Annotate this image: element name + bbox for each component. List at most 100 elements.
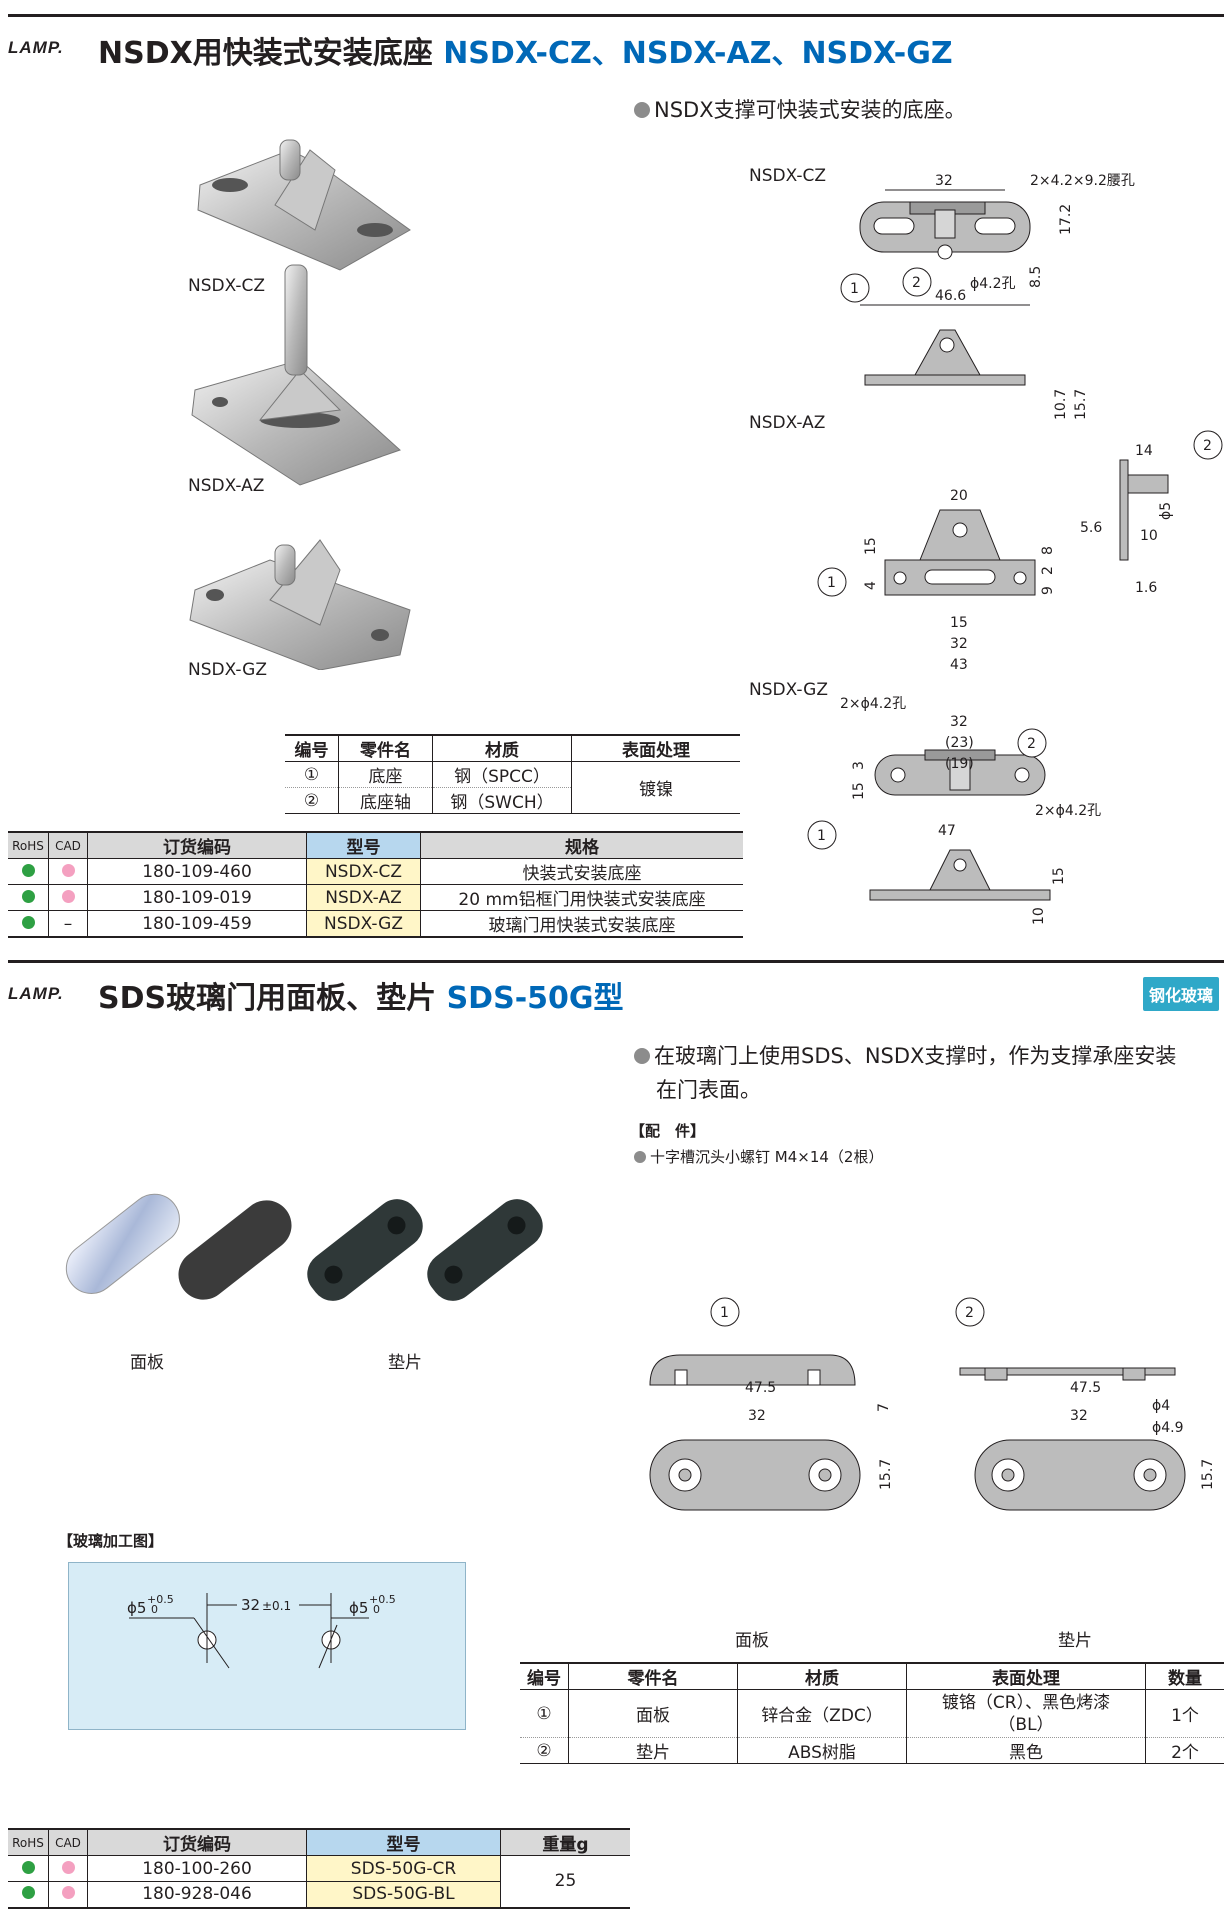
accessory-item: 十字槽沉头小螺钉 M4×14（2根） xyxy=(634,1146,883,1167)
gz-dim-3: 3 xyxy=(851,761,867,770)
parts-name: 底座轴 xyxy=(338,787,433,814)
order-model: NSDX-CZ xyxy=(306,858,421,885)
section2-bullet: 在玻璃门上使用SDS、NSDX支撑时，作为支撑承座安装 xyxy=(634,1040,1176,1070)
accessory-heading: 【配 件】 xyxy=(630,1122,706,1140)
cz-dim-32: 32 xyxy=(935,173,953,189)
parts-material: 钢（SPCC） xyxy=(432,761,572,788)
spacer-dim-32: 32 xyxy=(1070,1408,1088,1424)
rohs-dot xyxy=(8,1855,49,1882)
cad-dot xyxy=(48,884,88,911)
cz-dim-85: 8.5 xyxy=(1028,266,1044,288)
bullet-dot xyxy=(634,1151,646,1163)
glass-dim-d5-left: ϕ5 xyxy=(127,1599,146,1617)
parts2-material: ABS树脂 xyxy=(737,1737,907,1764)
table-row: ① 底座 钢（SPCC） 镀镍 xyxy=(285,761,740,814)
drawing-gz: 32 (23) (19) 3 15 2×ϕ4.2孔 47 1 2 15 10 xyxy=(807,714,1101,925)
section2-title: SDS玻璃门用面板、垫片 SDS-50G型 xyxy=(98,973,624,1017)
parts2-finish: 镀铬（CR）、黑色烤漆 （BL） xyxy=(906,1689,1146,1738)
section1-title-cn: NSDX用快装式安装底座 xyxy=(98,36,433,71)
rohs-dot xyxy=(8,910,49,938)
order-header-spec: 规格 xyxy=(420,831,743,859)
az-callout-2: 2 xyxy=(1203,438,1212,454)
technical-drawings-sds: 1 7 47.5 32 15.7 2 ϕ4 ϕ4.9 47.5 32 15.7 xyxy=(649,1297,1216,1511)
parts-no: ② xyxy=(285,787,339,814)
section2-bullet-line1: 在玻璃门上使用SDS、NSDX支撑时，作为支撑承座安装 xyxy=(654,1044,1177,1068)
drawing-az: 20 15 8 2 4 9 15 32 43 2×ϕ4.2孔 1 14 ϕ5 1… xyxy=(817,430,1223,712)
order2-model: SDS-50G-CR xyxy=(306,1855,501,1882)
order2-header-cad: CAD xyxy=(48,1828,88,1856)
drawing-label-spacer: 垫片 xyxy=(1058,1631,1092,1651)
section2-title-model: SDS-50G型 xyxy=(446,981,624,1016)
parts2-no: ② xyxy=(520,1737,569,1764)
cad-dot xyxy=(48,1855,88,1882)
az-dim-16: 1.6 xyxy=(1135,580,1157,596)
az-dim-56: 5.6 xyxy=(1080,520,1102,536)
az-callout-1: 1 xyxy=(827,575,836,591)
bullet-dot xyxy=(634,102,650,118)
gz-callout-2: 2 xyxy=(1027,736,1036,752)
parts-table-sds: 编号 零件名 材质 表面处理 数量 ① 面板 锌合金（ZDC） 镀铬（CR）、黑… xyxy=(520,1662,1224,1764)
table-row: ① 面板 锌合金（ZDC） 镀铬（CR）、黑色烤漆 （BL） 1个 xyxy=(520,1689,1224,1738)
gz-dim-holes: 2×ϕ4.2孔 xyxy=(1035,803,1101,819)
gz-dim-15: 15 xyxy=(851,782,867,800)
parts2-finish-line1: 镀铬（CR）、黑色烤漆 xyxy=(941,1692,1111,1713)
product-photos-nsdx xyxy=(189,139,411,670)
order2-code: 180-928-046 xyxy=(87,1881,307,1908)
az-dim-14: 14 xyxy=(1135,443,1153,459)
section2-bullet-line2: 在门表面。 xyxy=(656,1078,761,1102)
glass-tol-dn-left: 0 xyxy=(151,1603,158,1616)
parts2-header-name: 零件名 xyxy=(568,1662,738,1690)
parts2-header-qty: 数量 xyxy=(1145,1662,1224,1690)
gz-callout-1: 1 xyxy=(817,828,826,844)
technical-drawings-nsdx: 32 2×4.2×9.2腰孔 17.2 8.5 ϕ4.2孔 46.6 1 2 1… xyxy=(807,173,1223,925)
rohs-dot xyxy=(8,884,49,911)
glass-pitch-tol: ±0.1 xyxy=(262,1599,291,1613)
glass-heading: 【玻璃加工图】 xyxy=(58,1532,164,1550)
spacer-dim-157: 15.7 xyxy=(1200,1459,1216,1490)
tempered-glass-badge: 钢化玻璃 xyxy=(1143,977,1220,1011)
az-dim-8: 8 xyxy=(1040,546,1056,555)
product-photos-sds xyxy=(65,1193,543,1301)
photo-panel-cr xyxy=(65,1193,180,1294)
spacer-dim-475: 47.5 xyxy=(1070,1380,1101,1396)
photo-nsdx-gz xyxy=(189,539,411,670)
cz-callout-1: 1 xyxy=(850,281,859,297)
parts-header-material: 材质 xyxy=(432,734,572,762)
gz-dim-47: 47 xyxy=(938,823,956,839)
photo-label-panel: 面板 xyxy=(130,1353,164,1373)
drawing-label-az: NSDX-AZ xyxy=(749,413,826,433)
order2-header-model: 型号 xyxy=(306,1828,501,1856)
parts-table-nsdx: 编号 零件名 材质 表面处理 ① 底座 钢（SPCC） 镀镍 ② 底座轴 钢（S… xyxy=(285,734,740,814)
cz-callout-2: 2 xyxy=(912,275,921,291)
section2-title-cn: SDS玻璃门用面板、垫片 xyxy=(98,981,437,1016)
az-dim-4: 4 xyxy=(863,581,879,590)
order-table-nsdx: RoHS CAD 订货编码 型号 规格 180-109-460 NSDX-CZ … xyxy=(8,831,743,938)
glass-dim-d5-right: ϕ5 xyxy=(349,1599,368,1617)
order2-header-code: 订货编码 xyxy=(87,1828,307,1856)
cz-dim-d42: ϕ4.2孔 xyxy=(970,276,1016,292)
photo-spacer-2 xyxy=(427,1199,543,1301)
az-dim-d5: ϕ5 xyxy=(1158,502,1174,520)
cz-dim-107: 10.7 xyxy=(1053,389,1069,420)
glass-tol-up-right: +0.5 xyxy=(369,1593,396,1606)
spacer-dim-d4: ϕ4 xyxy=(1152,1398,1170,1414)
table-row: 180-100-260 SDS-50G-CR 25 xyxy=(8,1855,630,1909)
parts-name: 底座 xyxy=(338,761,433,788)
brand-logo: LAMP. xyxy=(8,984,64,1003)
order2-header-weight: 重量g xyxy=(500,1828,630,1856)
order-code: 180-109-019 xyxy=(87,884,307,911)
az-dim-2: 2 xyxy=(1040,566,1056,575)
panel-dim-32: 32 xyxy=(748,1408,766,1424)
glass-tol-up-left: +0.5 xyxy=(147,1593,174,1606)
accessory-text: 十字槽沉头小螺钉 M4×14（2根） xyxy=(650,1148,884,1166)
photo-label-az: NSDX-AZ xyxy=(188,476,265,496)
order-header-code: 订货编码 xyxy=(87,831,307,859)
az-dim-w32: 32 xyxy=(950,636,968,652)
cad-dot xyxy=(48,858,88,885)
photo-label-gz: NSDX-GZ xyxy=(188,660,267,680)
table-row: 180-109-460 NSDX-CZ 快装式安装底座 xyxy=(8,858,743,885)
table-row: 180-928-046 SDS-50G-BL xyxy=(8,1881,630,1908)
order-spec: 快装式安装底座 xyxy=(420,858,743,885)
az-dim-holes: 2×ϕ4.2孔 xyxy=(840,696,906,712)
az-dim-10: 10 xyxy=(1140,528,1158,544)
